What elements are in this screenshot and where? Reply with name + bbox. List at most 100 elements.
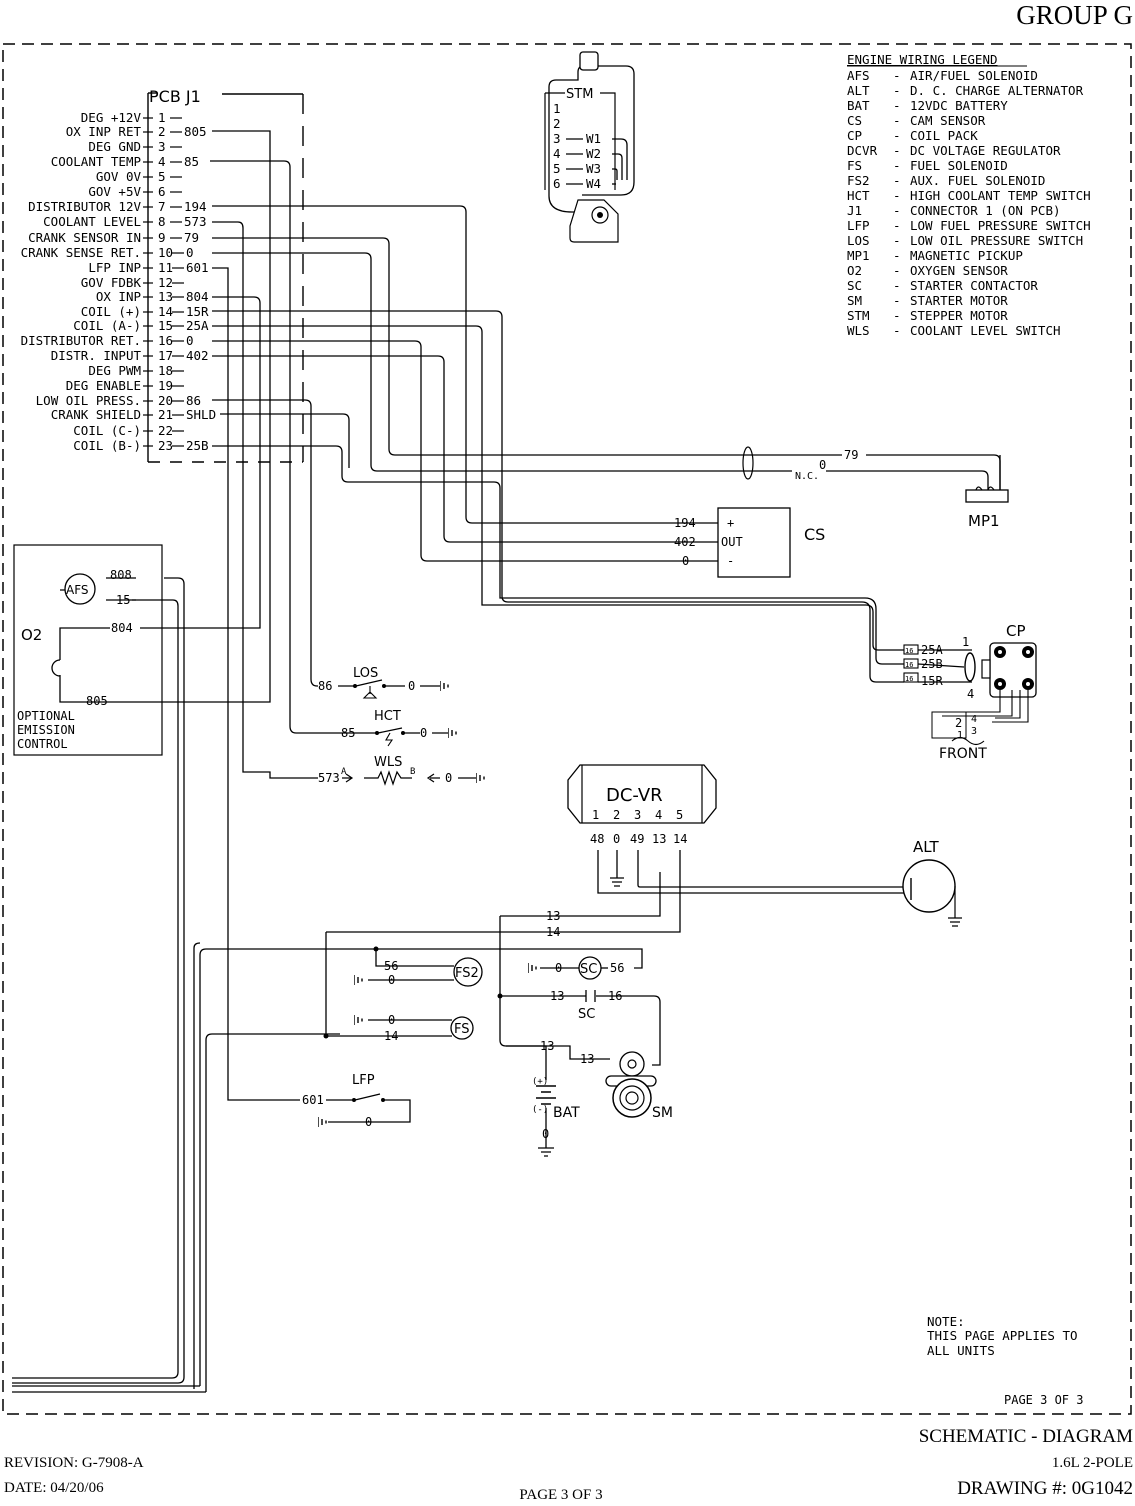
pcb-pin-number: 11	[158, 260, 173, 275]
los-label: LOS	[353, 666, 378, 681]
legend-code: FS2	[847, 173, 870, 188]
dcvr-pin: 4	[655, 808, 662, 822]
cs-pin-out: OUT	[721, 535, 743, 549]
legend-item: SM-STARTER MOTOR	[847, 293, 1008, 308]
legend-dash: -	[893, 113, 901, 128]
dcvr-pin: 3	[634, 808, 641, 822]
dc-charge-alternator: ALT	[902, 838, 962, 927]
cp-front: FRONT	[939, 746, 987, 762]
footer-date: DATE: 04/20/06	[4, 1480, 104, 1496]
pcb-pin-row: COIL (C-)22	[73, 423, 184, 438]
pcb-pin-number: 23	[158, 438, 173, 453]
dcvr-wire: 13	[652, 832, 666, 846]
hct-wire: 85	[341, 726, 355, 740]
cp-tag: 16	[905, 675, 913, 683]
pcb-pin-number: 16	[158, 333, 173, 348]
afs-label: AFS	[66, 583, 89, 597]
pcb-pin-number: 21	[158, 407, 173, 422]
legend-dash: -	[893, 83, 901, 98]
wire-labels: 79 0 N.C. 194 402 0	[674, 448, 858, 568]
legend-dash: -	[893, 248, 901, 263]
cp-wire-25b: 25B	[921, 657, 943, 671]
legend-code: O2	[847, 263, 862, 278]
footer-title: SCHEMATIC - DIAGRAM	[919, 1426, 1133, 1447]
los-gnd: 0	[408, 679, 415, 693]
sc-wire-16: 16	[608, 989, 622, 1003]
stm-wire: W2	[586, 146, 601, 161]
lfp-gnd: 0	[365, 1115, 372, 1129]
pcb-pin-wire: 573	[184, 214, 207, 229]
footer-page: PAGE 3 OF 3	[519, 1487, 602, 1501]
wls-label: WLS	[374, 755, 402, 770]
pcb-pin-wire: 805	[184, 124, 207, 139]
pcb-pin-label: DEG +12V	[81, 110, 142, 125]
pcb-pin-wire: 804	[186, 289, 209, 304]
pcb-pin-number: 9	[158, 230, 166, 245]
pcb-pin-number: 18	[158, 363, 173, 378]
legend-code: ALT	[847, 83, 870, 98]
legend-code: CS	[847, 113, 862, 128]
pcb-pin-label: GOV FDBK	[81, 275, 142, 290]
wiring	[12, 65, 1001, 1393]
wls-wire: 573	[318, 771, 340, 785]
cp-num-4: 4	[967, 687, 974, 701]
sc-coil-label: SC	[580, 962, 597, 977]
pcb-pin-number: 19	[158, 378, 173, 393]
pcb-pin-number: 1	[158, 110, 166, 125]
pcb-pin-wire: 25A	[186, 318, 209, 333]
pcb-pin-row: GOV 0V 5	[96, 169, 182, 184]
dcvr-label: DC-VR	[606, 785, 663, 806]
o2-wire-805: 805	[86, 694, 108, 708]
pcb-pin-row: DEG ENABLE 19	[66, 378, 184, 393]
legend-desc: STARTER MOTOR	[910, 293, 1008, 308]
o2-caption: CONTROL	[17, 737, 68, 751]
aux-fuel-solenoid-fs2: FS2 56 0	[354, 946, 483, 987]
cp-tag: 16	[905, 661, 913, 669]
cam-sensor-cs: + OUT - CS	[698, 507, 825, 578]
legend-desc: OXYGEN SENSOR	[910, 263, 1008, 278]
pcb-pin-number: 4	[158, 154, 166, 169]
alt-label: ALT	[913, 838, 940, 856]
pcb-pin-number: 5	[158, 169, 166, 184]
pcb-pin-label: COOLANT TEMP	[51, 154, 141, 169]
legend-item: DCVR-DC VOLTAGE REGULATOR	[847, 143, 1061, 158]
pcb-pin-label: GOV 0V	[96, 169, 142, 184]
legend-desc: LOW FUEL PRESSURE SWITCH	[910, 218, 1091, 233]
legend-desc: CAM SENSOR	[910, 113, 986, 128]
lfp-label: LFP	[352, 1073, 375, 1088]
pcb-pin-label: LOW OIL PRESS.	[36, 393, 141, 408]
sc-wire-56: 56	[610, 961, 624, 975]
wls-a: A	[341, 767, 347, 777]
sm-label: SM	[652, 1105, 673, 1121]
pcb-pin-label: DEG ENABLE	[66, 378, 141, 393]
legend-dash: -	[893, 263, 901, 278]
cp-num-2: 2	[955, 716, 962, 730]
fs-label: FS	[454, 1022, 470, 1037]
pcb-pin-label: OX INP	[96, 289, 141, 304]
pcb-pin-label: COOLANT LEVEL	[43, 214, 141, 229]
pcb-pin-number: 20	[158, 393, 173, 408]
o2-wire-804: 804	[111, 621, 133, 635]
pcb-pin-number: 15	[158, 318, 173, 333]
optional-emission-control: AFS 808 15 804 805 O2 OPTIONAL EMISSION …	[13, 544, 163, 756]
cp-tag: 16	[905, 647, 913, 655]
pcb-pin-label: GOV +5V	[88, 184, 141, 199]
pcb-pin-wire: 25B	[186, 438, 209, 453]
pcb-pin-row: COIL (B-) 23 25B	[73, 438, 208, 453]
fuel-solenoid-fs: 0 14 FS	[323, 1013, 474, 1043]
pcb-pin-label: DISTRIBUTOR RET.	[21, 333, 141, 348]
pcb-pin-wire: 0	[186, 333, 194, 348]
dcvr-wire: 48	[590, 832, 604, 846]
dcvr-pin: 5	[676, 808, 683, 822]
pcb-pin-label: COIL (B-)	[73, 438, 141, 453]
pcb-pin-number: 10	[158, 245, 173, 260]
legend-dash: -	[893, 293, 901, 308]
sc-wire-0: 0	[555, 961, 562, 975]
note-line: ALL UNITS	[927, 1343, 995, 1358]
legend-item: MP1-MAGNETIC PICKUP	[847, 248, 1023, 263]
legend-dash: -	[893, 323, 901, 338]
